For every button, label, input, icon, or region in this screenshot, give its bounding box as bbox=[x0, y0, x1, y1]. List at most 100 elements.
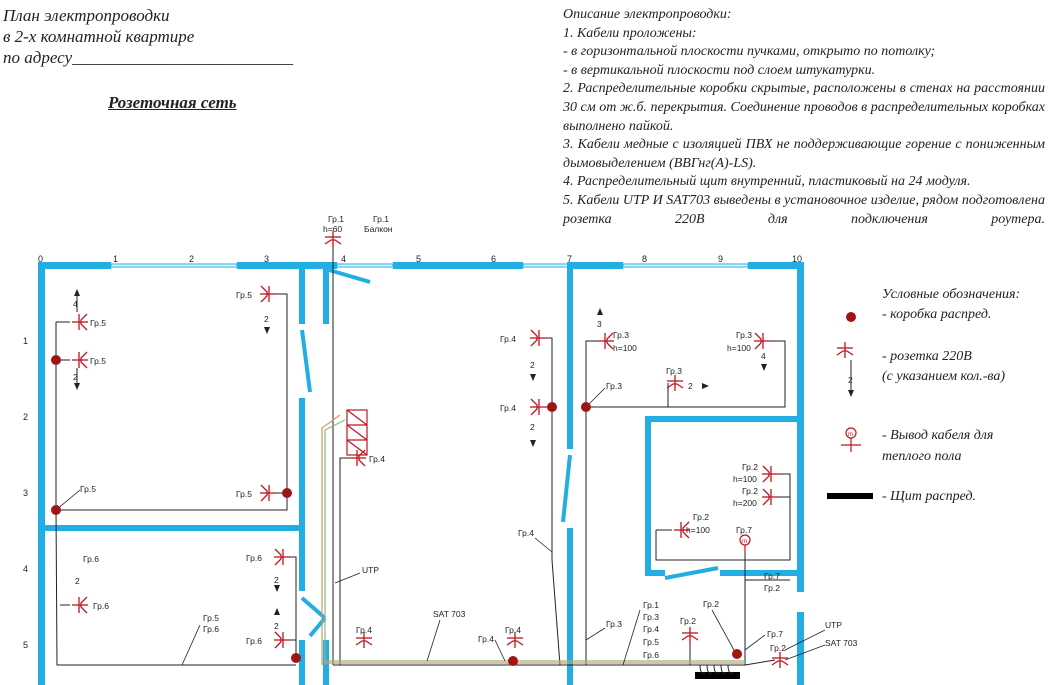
axis-y-label: 1 bbox=[23, 336, 28, 346]
partition-wall bbox=[567, 528, 573, 685]
media-box-line bbox=[346, 439, 368, 456]
door-leaf bbox=[300, 596, 327, 620]
description-item: 2. Распределительные коробки скрытые, ра… bbox=[563, 81, 1045, 134]
leader-line bbox=[181, 624, 201, 666]
socket bbox=[761, 465, 779, 483]
axis-x-label: 0 bbox=[38, 254, 43, 264]
leader-line bbox=[784, 644, 826, 661]
partition-wall bbox=[38, 525, 305, 531]
distribution-box bbox=[51, 355, 61, 365]
legend-socket-label: - розетка 220В bbox=[882, 349, 972, 364]
plan-label: h=100 bbox=[733, 474, 757, 484]
socket bbox=[259, 484, 277, 502]
plan-label: Гр.5 bbox=[236, 489, 252, 499]
cable-gr6 bbox=[283, 556, 297, 657]
socket bbox=[753, 332, 771, 350]
outer-wall bbox=[797, 262, 804, 592]
plan-label: Гр.4 bbox=[500, 403, 516, 413]
leader-line bbox=[744, 634, 766, 651]
plan-label: Гр.2 bbox=[742, 486, 758, 496]
plan-label: Гр.1 bbox=[373, 214, 389, 224]
socket bbox=[71, 596, 89, 614]
plan-label: UTP bbox=[362, 565, 379, 575]
distribution-box bbox=[282, 488, 292, 498]
cable-gr4 bbox=[551, 559, 561, 666]
sockets bbox=[71, 230, 854, 669]
cable-bundle-loop bbox=[706, 664, 713, 675]
media-box bbox=[346, 409, 368, 456]
plan-label: h=100 bbox=[686, 525, 710, 535]
axis-x-label: 2 bbox=[189, 254, 194, 264]
partition-wall bbox=[299, 640, 305, 685]
distribution-box bbox=[508, 656, 518, 666]
plan-label: 2 bbox=[274, 621, 279, 631]
title-line-2: в 2-х комнатной квартире bbox=[3, 27, 195, 46]
plan-label: SAT 703 bbox=[825, 638, 858, 648]
plan-label: SAT 703 bbox=[433, 609, 466, 619]
leader-line bbox=[534, 537, 553, 553]
cable-gr3 bbox=[667, 340, 786, 408]
plan-label: 2 bbox=[530, 422, 535, 432]
legend-socket-count: 2 bbox=[848, 375, 853, 385]
legend-socket-symbol bbox=[836, 341, 854, 359]
count-arrows bbox=[74, 289, 854, 615]
cable-bundle-loop bbox=[699, 664, 706, 675]
plan-label: 2 bbox=[75, 576, 80, 586]
arrow-down-icon bbox=[530, 374, 536, 381]
walls bbox=[38, 262, 804, 685]
door-leaf bbox=[308, 616, 327, 638]
socket bbox=[529, 398, 547, 416]
socket bbox=[529, 329, 547, 347]
partition-wall bbox=[323, 262, 329, 324]
arrow-down-icon bbox=[264, 327, 270, 334]
partition-wall bbox=[299, 262, 305, 324]
door-leaf bbox=[561, 454, 572, 523]
cable-utp bbox=[324, 419, 346, 665]
bathroom-wall bbox=[645, 416, 804, 422]
arrow-up-icon bbox=[597, 308, 603, 315]
plan-label: Гр.2 bbox=[764, 583, 780, 593]
plan-label: h=60 bbox=[323, 224, 342, 234]
leader-line bbox=[585, 627, 606, 641]
distribution-box bbox=[547, 402, 557, 412]
title-line-1: План электропроводки bbox=[3, 6, 170, 25]
plan-label: 3 bbox=[597, 319, 602, 329]
floor-heating-outputs bbox=[739, 427, 861, 552]
plan-label: Гр.6 bbox=[203, 624, 219, 634]
plan-label: UTP bbox=[825, 620, 842, 630]
arrow-down-icon bbox=[274, 585, 280, 592]
cable-gr3 bbox=[585, 340, 610, 407]
legend-panel-symbol bbox=[827, 493, 873, 499]
plan-label: h=100 bbox=[613, 343, 637, 353]
arrow-up-icon bbox=[74, 289, 80, 296]
socket bbox=[71, 313, 89, 331]
outer-wall bbox=[237, 262, 337, 269]
socket bbox=[681, 626, 699, 644]
floor-heating-mark: m bbox=[742, 539, 747, 545]
plan-label: 2 bbox=[73, 372, 78, 382]
leader-line bbox=[622, 609, 641, 666]
cable-gr5 bbox=[55, 360, 296, 666]
partition-wall bbox=[299, 531, 305, 591]
outer-wall bbox=[38, 262, 45, 685]
plan-label: Гр.1 bbox=[643, 600, 659, 610]
leader-lines bbox=[55, 387, 826, 666]
axis-x-label: 8 bbox=[642, 254, 647, 264]
plan-label: Гр.2 bbox=[680, 616, 696, 626]
plan-label: Гр.3 bbox=[606, 619, 622, 629]
arrow-down-icon bbox=[74, 383, 80, 390]
socket bbox=[273, 548, 291, 566]
distribution-box bbox=[51, 505, 61, 515]
plan-label: Гр.6 bbox=[93, 601, 109, 611]
plan-labels: Гр.1 h=60 Гр.1 Балкон 4 Гр.5 Гр.5 2 Гр.5… bbox=[73, 214, 858, 660]
distribution-boxes bbox=[51, 312, 856, 666]
plan-label: 2 bbox=[274, 575, 279, 585]
plan-label: Гр.6 bbox=[83, 554, 99, 564]
outer-wall bbox=[568, 262, 623, 269]
distribution-box bbox=[291, 653, 301, 663]
plan-label: Гр.2 bbox=[742, 462, 758, 472]
plan-label: Гр.4 bbox=[500, 334, 516, 344]
window bbox=[110, 263, 238, 268]
legend-floor-label: - Вывод кабеля для bbox=[882, 428, 994, 443]
media-box-line bbox=[346, 424, 368, 441]
